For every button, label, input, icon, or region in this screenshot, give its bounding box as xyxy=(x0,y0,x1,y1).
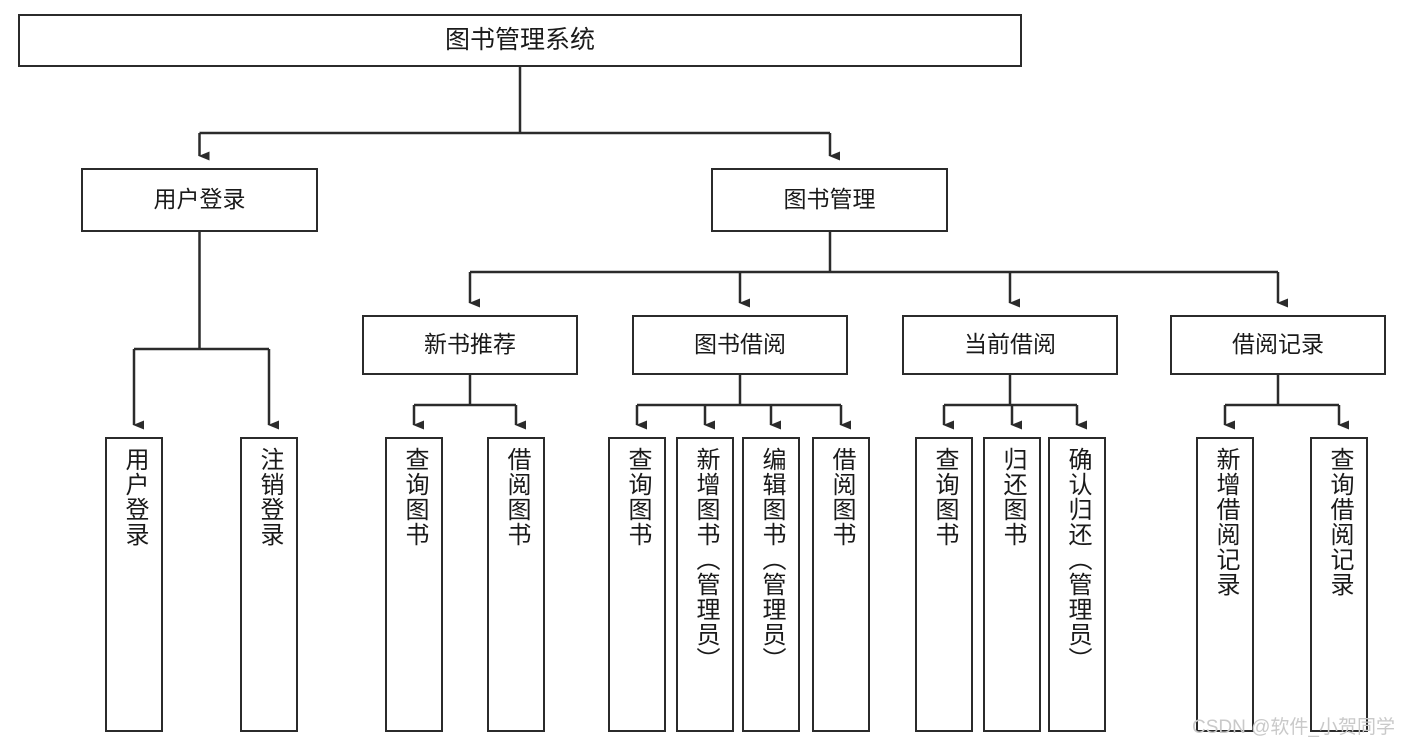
node-leaf-query-record-label: 查询借阅记录 xyxy=(1326,447,1353,597)
node-current-borrow-label: 当前借阅 xyxy=(964,331,1056,358)
node-leaf-add-record[interactable]: 新增借阅记录 xyxy=(1196,437,1254,732)
node-leaf-edit-book[interactable]: 编辑图书（管理员） xyxy=(742,437,800,732)
node-leaf-query-book-label: 查询图书 xyxy=(624,447,651,547)
node-root[interactable]: 图书管理系统 xyxy=(18,14,1022,67)
node-leaf-add-book-label: 新增图书（管理员） xyxy=(692,447,719,672)
node-leaf-return-book-label: 归还图书 xyxy=(999,447,1026,547)
node-leaf-query-book-cur[interactable]: 查询图书 xyxy=(915,437,973,732)
node-user-login-label: 用户登录 xyxy=(153,186,246,213)
node-leaf-borrow-book-rec[interactable]: 借阅图书 xyxy=(487,437,545,732)
node-leaf-borrow-book[interactable]: 借阅图书 xyxy=(812,437,870,732)
node-leaf-return-book[interactable]: 归还图书 xyxy=(983,437,1041,732)
node-leaf-add-book[interactable]: 新增图书（管理员） xyxy=(676,437,734,732)
node-book-manage-label: 图书管理 xyxy=(783,186,876,213)
node-leaf-user-login-label: 用户登录 xyxy=(121,447,148,547)
node-current-borrow[interactable]: 当前借阅 xyxy=(902,315,1118,375)
node-leaf-add-record-label: 新增借阅记录 xyxy=(1212,447,1239,597)
node-leaf-confirm-return-label: 确认归还（管理员） xyxy=(1064,447,1091,672)
node-leaf-user-logout-label: 注销登录 xyxy=(256,447,283,547)
node-book-borrow[interactable]: 图书借阅 xyxy=(632,315,848,375)
node-new-book-rec[interactable]: 新书推荐 xyxy=(362,315,578,375)
node-leaf-user-login[interactable]: 用户登录 xyxy=(105,437,163,732)
node-leaf-borrow-book-label: 借阅图书 xyxy=(828,447,855,547)
node-leaf-query-record[interactable]: 查询借阅记录 xyxy=(1310,437,1368,732)
node-new-book-rec-label: 新书推荐 xyxy=(424,331,516,358)
node-leaf-confirm-return[interactable]: 确认归还（管理员） xyxy=(1048,437,1106,732)
node-book-borrow-label: 图书借阅 xyxy=(694,331,786,358)
node-leaf-user-logout[interactable]: 注销登录 xyxy=(240,437,298,732)
node-user-login[interactable]: 用户登录 xyxy=(81,168,318,232)
node-book-manage[interactable]: 图书管理 xyxy=(711,168,948,232)
node-root-label: 图书管理系统 xyxy=(444,25,595,54)
node-leaf-borrow-book-rec-label: 借阅图书 xyxy=(503,447,530,547)
node-leaf-query-book-cur-label: 查询图书 xyxy=(931,447,958,547)
node-borrow-record-label: 借阅记录 xyxy=(1232,331,1324,358)
node-leaf-query-book-rec[interactable]: 查询图书 xyxy=(385,437,443,732)
node-leaf-query-book-rec-label: 查询图书 xyxy=(401,447,428,547)
node-borrow-record[interactable]: 借阅记录 xyxy=(1170,315,1386,375)
node-leaf-query-book[interactable]: 查询图书 xyxy=(608,437,666,732)
node-leaf-edit-book-label: 编辑图书（管理员） xyxy=(758,447,785,672)
